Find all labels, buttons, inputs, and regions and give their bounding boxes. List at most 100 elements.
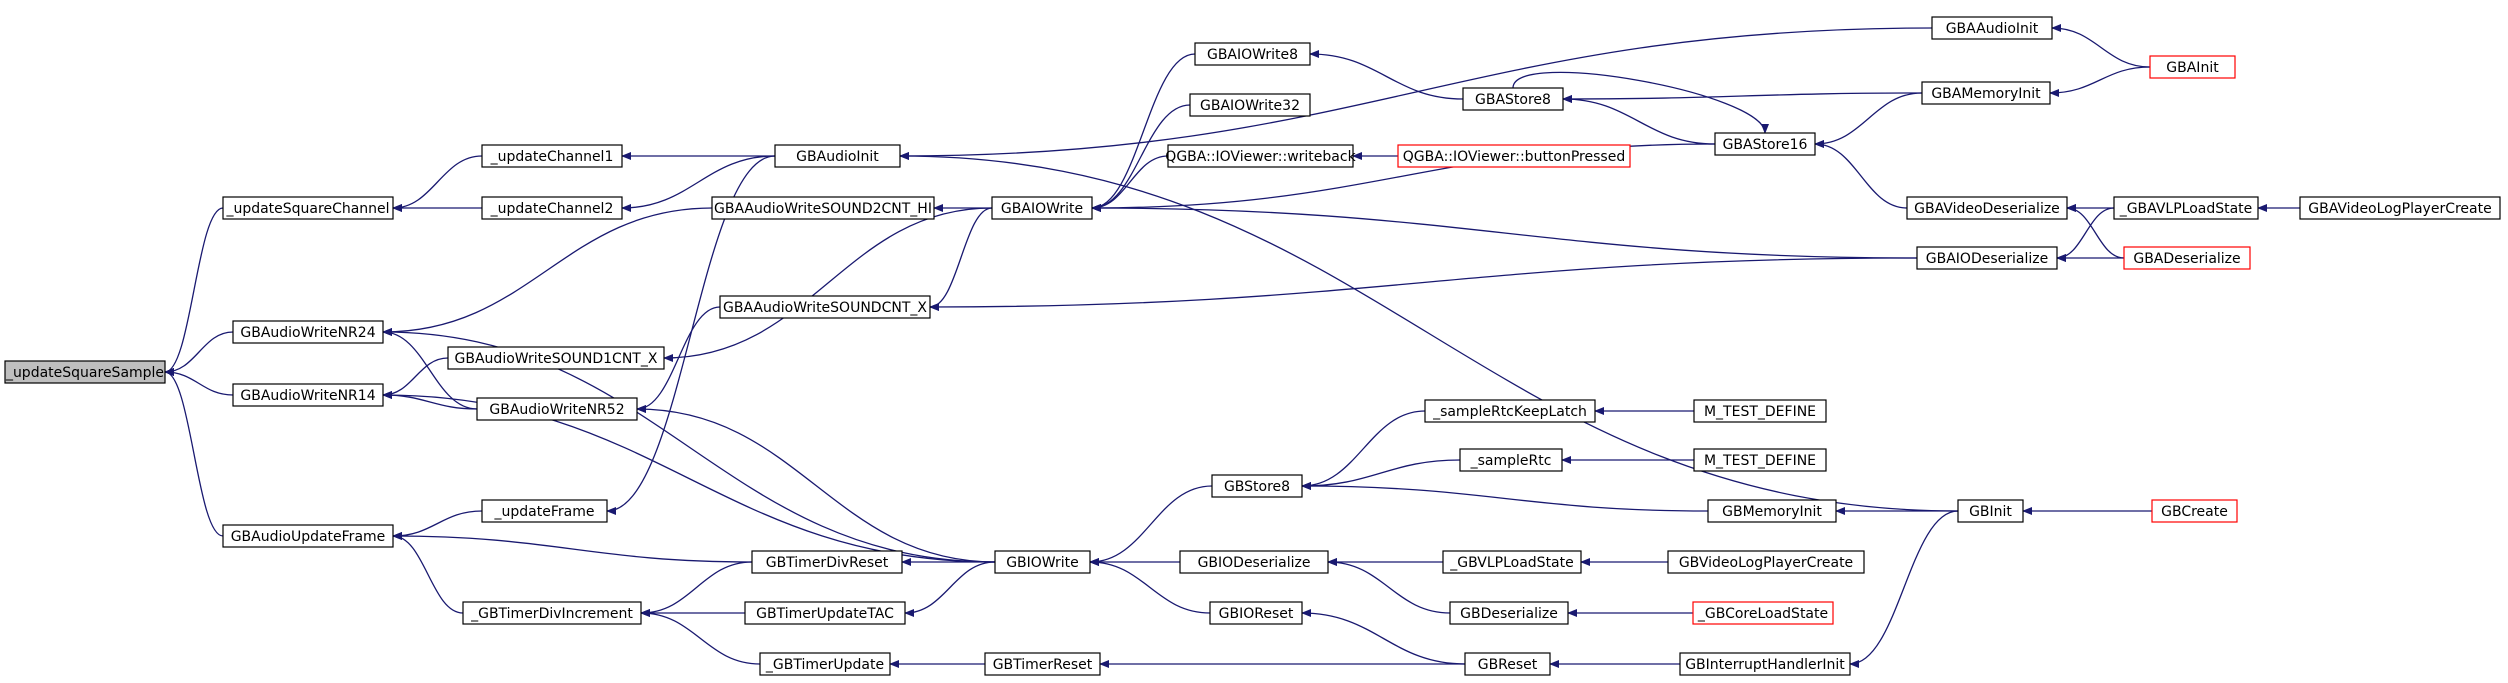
node-gbtimerupdate[interactable]: _GBTimerUpdate <box>759 652 891 676</box>
node-box[interactable] <box>1424 399 1596 423</box>
node-box[interactable] <box>751 550 903 574</box>
node-box[interactable] <box>2149 55 2236 79</box>
node-box[interactable] <box>1459 448 1563 472</box>
node-qgba-ioviewer-buttonpressed[interactable]: QGBA::IOViewer::buttonPressed <box>1397 144 1631 168</box>
node-gbaiowrite8[interactable]: GBAIOWrite8 <box>1194 42 1311 66</box>
node-box[interactable] <box>744 601 906 625</box>
node-gbcoreloadstate[interactable]: _GBCoreLoadState <box>1692 601 1834 625</box>
node-box[interactable] <box>4 360 166 384</box>
node-box[interactable] <box>1464 652 1551 676</box>
node-box[interactable] <box>774 144 901 168</box>
node-box[interactable] <box>1397 144 1631 168</box>
node-samplertckeeplatch[interactable]: _sampleRtcKeepLatch <box>1424 399 1596 423</box>
node-box[interactable] <box>2151 499 2238 523</box>
node-gbaudiowritesound1cnt-x[interactable]: GBAudioWriteSOUND1CNT_X <box>447 346 665 370</box>
node-box[interactable] <box>1667 550 1865 574</box>
node-box[interactable] <box>1209 601 1303 625</box>
node-gbmemoryinit[interactable]: GBMemoryInit <box>1707 499 1837 523</box>
node-box[interactable] <box>1931 16 2053 40</box>
node-box[interactable] <box>711 196 935 220</box>
node-gbaudiowritenr24[interactable]: GBAudioWriteNR24 <box>232 320 384 344</box>
node-box[interactable] <box>1693 448 1827 472</box>
node-box[interactable] <box>1921 81 2051 105</box>
node-gbaiowrite[interactable]: GBAIOWrite <box>991 196 1093 220</box>
node-box[interactable] <box>1916 246 2058 270</box>
node-box[interactable] <box>1211 474 1303 498</box>
node-box[interactable] <box>447 346 665 370</box>
node-gbaaudiowritesoundcnt-x[interactable]: GBAAudioWriteSOUNDCNT_X <box>719 295 931 319</box>
node-box[interactable] <box>1679 652 1851 676</box>
node-m-test-define[interactable]: M_TEST_DEFINE <box>1693 448 1827 472</box>
node-gbcreate[interactable]: GBCreate <box>2151 499 2238 523</box>
node-box[interactable] <box>462 601 642 625</box>
node-gbreset[interactable]: GBReset <box>1464 652 1551 676</box>
node-box[interactable] <box>719 295 931 319</box>
node-gbastore8[interactable]: GBAStore8 <box>1462 87 1564 111</box>
node-box[interactable] <box>481 499 608 523</box>
node-gbtimerupdatetac[interactable]: GBTimerUpdateTAC <box>744 601 906 625</box>
node-box[interactable] <box>984 652 1101 676</box>
node-updatechannel2[interactable]: _updateChannel2 <box>481 196 623 220</box>
node-box[interactable] <box>481 196 623 220</box>
node-gbinit[interactable]: GBInit <box>1957 499 2024 523</box>
node-box[interactable] <box>1693 399 1827 423</box>
node-qgba-ioviewer-writeback[interactable]: QGBA::IOViewer::writeback <box>1165 144 1357 168</box>
node-gbavlploadstate[interactable]: _GBAVLPLoadState <box>2113 196 2259 220</box>
node-gbavideodeserialize[interactable]: GBAVideoDeserialize <box>1906 196 2068 220</box>
node-gbinterrupthandlerinit[interactable]: GBInterruptHandlerInit <box>1679 652 1851 676</box>
node-box[interactable] <box>1179 550 1329 574</box>
node-box[interactable] <box>1189 93 1311 117</box>
node-gbaiowrite32[interactable]: GBAIOWrite32 <box>1189 93 1311 117</box>
node-box[interactable] <box>1906 196 2068 220</box>
node-gbvlploadstate[interactable]: _GBVLPLoadState <box>1442 550 1582 574</box>
node-gbaudiowritenr14[interactable]: GBAudioWriteNR14 <box>232 383 384 407</box>
node-box[interactable] <box>1442 550 1582 574</box>
node-m-test-define[interactable]: M_TEST_DEFINE <box>1693 399 1827 423</box>
node-gbaaudiowritesound2cnt-hi[interactable]: GBAAudioWriteSOUND2CNT_HI <box>711 196 935 220</box>
node-gbainit[interactable]: GBAInit <box>2149 55 2236 79</box>
node-gbdeserialize[interactable]: GBDeserialize <box>1449 601 1569 625</box>
node-box[interactable] <box>991 196 1093 220</box>
node-updateframe[interactable]: _updateFrame <box>481 499 608 523</box>
node-gbtimerdivincrement[interactable]: _GBTimerDivIncrement <box>462 601 642 625</box>
node-box[interactable] <box>232 320 384 344</box>
node-box[interactable] <box>232 383 384 407</box>
node-gbioreset[interactable]: GBIOReset <box>1209 601 1303 625</box>
node-box[interactable] <box>1707 499 1837 523</box>
node-box[interactable] <box>481 144 623 168</box>
node-updatesquarechannel[interactable]: _updateSquareChannel <box>222 196 394 220</box>
node-box[interactable] <box>476 397 638 421</box>
node-box[interactable] <box>1194 42 1311 66</box>
node-gbvideologplayercreate[interactable]: GBVideoLogPlayerCreate <box>1667 550 1865 574</box>
node-gbamemoryinit[interactable]: GBAMemoryInit <box>1921 81 2051 105</box>
node-gbiodeserialize[interactable]: GBIODeserialize <box>1179 550 1329 574</box>
node-box[interactable] <box>1462 87 1564 111</box>
node-gbaiodeserialize[interactable]: GBAIODeserialize <box>1916 246 2058 270</box>
node-box[interactable] <box>1714 132 1816 156</box>
node-box[interactable] <box>1692 601 1834 625</box>
node-gbaudiowritenr52[interactable]: GBAudioWriteNR52 <box>476 397 638 421</box>
node-gbavideologplayercreate[interactable]: GBAVideoLogPlayerCreate <box>2299 196 2501 220</box>
node-samplertc[interactable]: _sampleRtc <box>1459 448 1563 472</box>
node-updatesquaresample[interactable]: _updateSquareSample <box>4 360 166 384</box>
node-gbstore8[interactable]: GBStore8 <box>1211 474 1303 498</box>
node-gbaudioinit[interactable]: GBAudioInit <box>774 144 901 168</box>
node-box[interactable] <box>2299 196 2501 220</box>
node-gbadeserialize[interactable]: GBADeserialize <box>2123 246 2251 270</box>
node-gbtimerreset[interactable]: GBTimerReset <box>984 652 1101 676</box>
node-updatechannel1[interactable]: _updateChannel1 <box>481 144 623 168</box>
node-gbaaudioinit[interactable]: GBAAudioInit <box>1931 16 2053 40</box>
node-gbtimerdivreset[interactable]: GBTimerDivReset <box>751 550 903 574</box>
node-gbastore16[interactable]: GBAStore16 <box>1714 132 1816 156</box>
node-box[interactable] <box>2113 196 2259 220</box>
node-box[interactable] <box>759 652 891 676</box>
node-box[interactable] <box>222 524 394 548</box>
node-box[interactable] <box>222 196 394 220</box>
node-box[interactable] <box>2123 246 2251 270</box>
node-box[interactable] <box>994 550 1091 574</box>
node-gbiowrite[interactable]: GBIOWrite <box>994 550 1091 574</box>
node-box[interactable] <box>1957 499 2024 523</box>
node-box[interactable] <box>1449 601 1569 625</box>
node-box[interactable] <box>1167 144 1354 168</box>
node-gbaudioupdateframe[interactable]: GBAudioUpdateFrame <box>222 524 394 548</box>
